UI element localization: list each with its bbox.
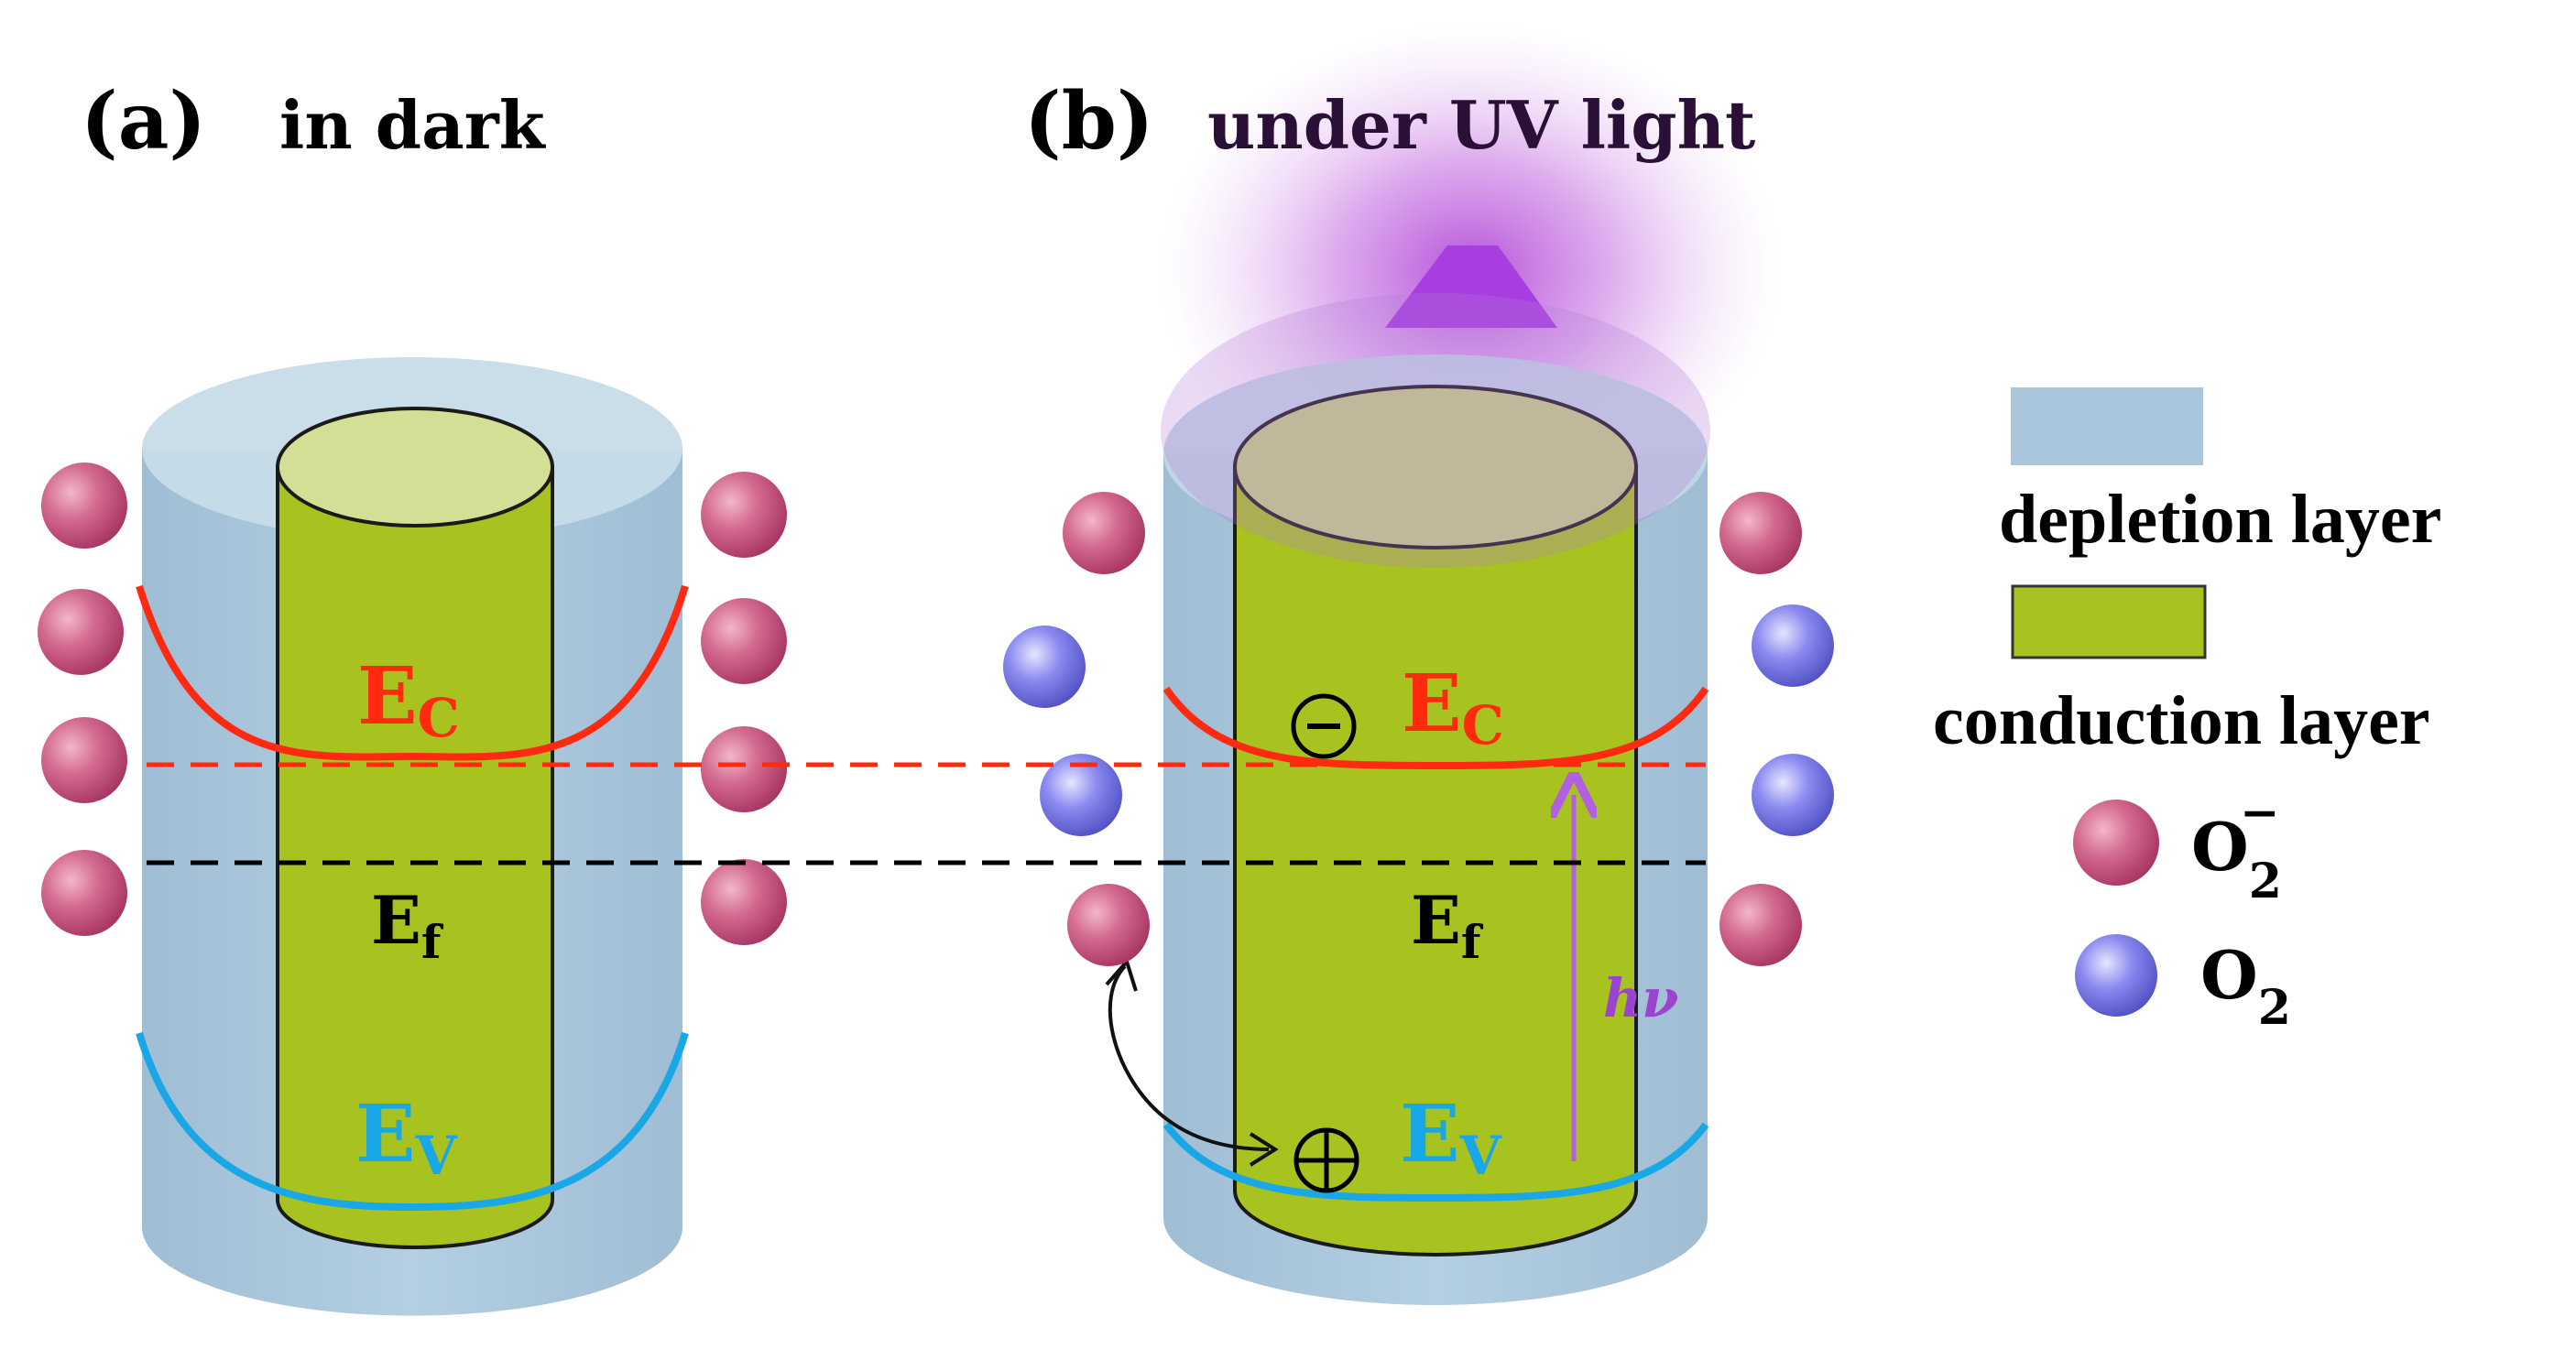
o2-minus-molecule: [38, 589, 124, 675]
o2-molecule: [1752, 604, 1834, 687]
legend-o2-minus-label: O2: [2191, 808, 2282, 909]
o2-minus-molecule: [41, 462, 127, 549]
o2-minus-molecule: [701, 859, 787, 945]
o2-molecule: [1752, 754, 1834, 836]
ef-label-a: Ef: [371, 881, 444, 969]
legend-conduction-label: conduction layer: [1933, 682, 2430, 759]
legend-o2-swatch: [2075, 934, 2157, 1017]
panel-b: (b) under UV light hν: [1003, 23, 1834, 1305]
panel-a: (a) in dark EC Ef EV: [38, 75, 787, 1316]
o2-minus-molecule: [41, 717, 127, 803]
ev-band-a: [136, 1031, 689, 1212]
recombination-arrow-head-right: [1249, 1132, 1279, 1167]
legend: depletion layer conduction layer O2 − O2: [1933, 387, 2441, 1036]
ec-label-b: EC: [1402, 658, 1504, 756]
o2-minus-molecule: [1719, 492, 1802, 574]
o2-minus-molecule: [701, 726, 787, 812]
legend-o2-minus-superscript: −: [2240, 785, 2280, 841]
legend-conduction-swatch: [2011, 584, 2207, 659]
conduction-cylinder-a: [276, 407, 554, 1249]
electron-symbol: [1291, 693, 1357, 759]
ec-band-a: [136, 584, 689, 761]
o2-minus-molecule: [1067, 884, 1150, 966]
legend-depletion-swatch: [2011, 387, 2203, 465]
o2-minus-molecule: [701, 472, 787, 558]
ev-label-a: EV: [355, 1088, 458, 1187]
recombination-arrow: [1108, 964, 1270, 1151]
o2-minus-molecule: [41, 850, 127, 936]
uv-lamp-icon: [1385, 245, 1557, 328]
ef-label-b: Ef: [1411, 881, 1484, 969]
o2-minus-molecule: [701, 598, 787, 684]
o2-molecule: [1040, 754, 1122, 836]
o2-minus-molecule: [1063, 492, 1145, 574]
o2-molecule: [1003, 626, 1086, 708]
legend-depletion-label: depletion layer: [1999, 481, 2441, 558]
panel-a-letter: (a): [81, 75, 206, 168]
panel-b-letter: (b): [1024, 75, 1154, 168]
panel-b-title: under UV light: [1207, 86, 1755, 164]
legend-o2-minus-swatch: [2073, 800, 2159, 886]
hole-symbol: [1293, 1127, 1359, 1193]
ec-label-a: EC: [357, 650, 460, 749]
o2-minus-molecule: [1719, 884, 1802, 966]
ev-band-b: [1162, 1122, 1709, 1202]
ev-label-b: EV: [1400, 1088, 1502, 1187]
legend-o2-label: O2: [2200, 936, 2291, 1036]
uv-tint: [1161, 293, 1710, 568]
panel-a-title: in dark: [279, 86, 547, 164]
photon-label: hν: [1603, 967, 1678, 1029]
